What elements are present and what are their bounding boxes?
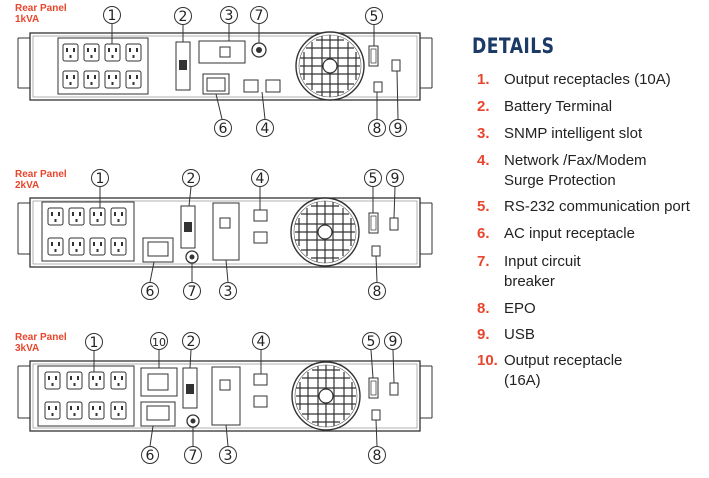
callout: 10 — [152, 336, 166, 349]
detail-number: 4. — [477, 152, 490, 169]
detail-number: 1. — [477, 71, 490, 88]
callout: 3 — [224, 284, 233, 300]
callout: 2 — [179, 9, 188, 25]
panel-label-1kva: Rear Panel 1kVA — [15, 3, 67, 25]
callout: 4 — [261, 121, 270, 137]
detail-number: 5. — [477, 198, 490, 215]
callout: 5 — [367, 334, 376, 350]
panel-label-3kva: Rear Panel 3kVA — [15, 332, 67, 354]
detail-text: Output receptacles (10A) — [504, 71, 671, 88]
panel-2kva: 1 2 4 5 9 6 7 3 8 — [17, 169, 433, 300]
snmp-slot — [212, 202, 240, 261]
panel-3kva: 1 10 2 4 5 9 6 7 3 8 — [17, 332, 433, 464]
detail-number: 8. — [477, 300, 490, 317]
callout: 5 — [369, 171, 378, 187]
output-receptacles — [41, 201, 135, 262]
callout: 6 — [146, 284, 155, 300]
detail-text: Network /Fax/Modem Surge Protection — [504, 152, 647, 189]
callout: 5 — [370, 9, 379, 25]
callout: 4 — [256, 171, 265, 187]
callout: 7 — [255, 8, 264, 24]
details-title: DETAILS — [472, 34, 555, 58]
callout: 3 — [224, 448, 233, 464]
callout: 9 — [389, 334, 398, 350]
detail-number: 2. — [477, 98, 490, 115]
detail-text: SNMP intelligent slot — [504, 125, 643, 142]
detail-number: 10. — [477, 352, 498, 369]
output-receptacles — [57, 37, 149, 95]
callout: 6 — [219, 121, 228, 137]
detail-text: Input circuit breaker — [504, 253, 581, 290]
callout: 4 — [257, 334, 266, 350]
callout: 2 — [187, 334, 196, 350]
callout: 1 — [96, 171, 105, 187]
callout: 8 — [373, 448, 382, 464]
panel-1kva: 1 2 3 7 5 6 4 8 9 — [17, 6, 433, 137]
output-receptacles — [37, 365, 135, 427]
detail-number: 9. — [477, 326, 490, 343]
detail-text: RS-232 communication port — [504, 198, 690, 215]
callout: 7 — [189, 448, 198, 464]
detail-text: USB — [504, 326, 535, 343]
network-ports — [243, 79, 259, 93]
callout: 2 — [187, 171, 196, 187]
callout: 1 — [90, 335, 99, 351]
panel-label-2kva: Rear Panel 2kVA — [15, 169, 67, 191]
detail-number: 3. — [477, 125, 490, 142]
detail-number: 6. — [477, 225, 490, 242]
network-ports — [253, 209, 268, 222]
snmp-slot — [211, 366, 241, 426]
callout: 8 — [373, 121, 382, 137]
callout: 8 — [373, 284, 382, 300]
detail-text: AC input receptacle — [504, 225, 635, 242]
callout: 3 — [225, 8, 234, 24]
callout: 1 — [108, 8, 117, 24]
callout: 9 — [391, 171, 400, 187]
network-ports — [253, 373, 268, 386]
detail-text: Output receptacle (16A) — [504, 352, 623, 389]
callout: 7 — [188, 284, 197, 300]
callout: 9 — [394, 121, 403, 137]
detail-number: 7. — [477, 253, 490, 270]
callout: 6 — [146, 448, 155, 464]
detail-text: EPO — [504, 300, 536, 317]
detail-text: Battery Terminal — [504, 98, 613, 115]
